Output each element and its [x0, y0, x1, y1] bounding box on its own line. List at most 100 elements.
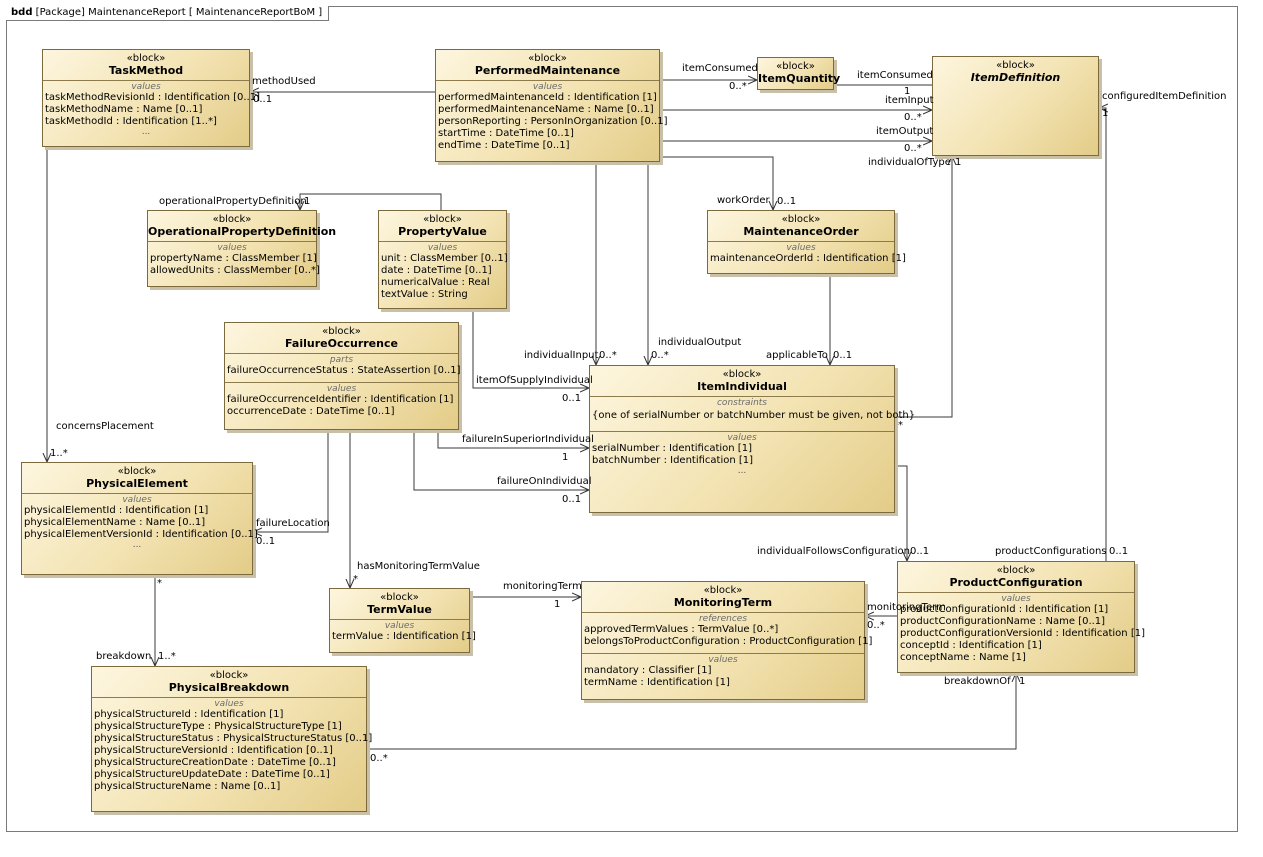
value-row: personReporting : PersonInOrganization [… — [438, 116, 668, 127]
block-item-definition[interactable]: «block» ItemDefinition — [932, 56, 1099, 156]
label-item-output: itemOutput — [876, 126, 934, 137]
label-breakdown-of: breakdownOf — [944, 676, 1011, 687]
connector-individual-of-type — [895, 156, 952, 418]
mult-item-consumed-2: 1 — [904, 86, 911, 97]
connector-configured-item-definition — [1099, 108, 1106, 561]
value-row: serialNumber : Identification [1] — [592, 443, 752, 454]
value-row: failureOccurrenceStatus : StateAssertion… — [227, 365, 461, 376]
connector-failure-location — [253, 430, 329, 532]
values-compartment: values productConfigurationId : Identifi… — [898, 592, 1145, 666]
value-row: endTime : DateTime [0..1] — [438, 140, 570, 151]
value-row: mandatory : Classifier [1] — [584, 665, 712, 676]
mult-has-monitoring-term-value: * — [353, 574, 358, 585]
block-monitoring-term[interactable]: «block» MonitoringTerm references approv… — [581, 581, 872, 700]
block-name: PhysicalElement — [86, 477, 188, 490]
ellipsis: ... — [132, 540, 142, 550]
stereotype: «block» — [322, 326, 361, 337]
value-row: physicalStructureId : Identification [1] — [94, 709, 284, 720]
block-maintenance-order[interactable]: «block» MaintenanceOrder values maintena… — [707, 210, 906, 274]
diagram-title: [Package] MaintenanceReport [ Maintenanc… — [35, 7, 323, 18]
block-performed-maintenance[interactable]: «block» PerformedMaintenance values perf… — [435, 49, 668, 162]
block-term-value[interactable]: «block» TermValue values termValue : Ide… — [329, 588, 476, 653]
mult-failure-location: 0..1 — [256, 536, 276, 547]
label-item-input: itemInput — [885, 95, 934, 106]
label-item-consumed-1: itemConsumed — [682, 63, 758, 74]
diagram-frame-title: bdd [Package] MaintenanceReport [ Mainte… — [6, 6, 330, 21]
mult-physical-element-star: * — [157, 578, 162, 589]
mult-individual-output: 0..* — [651, 350, 669, 361]
mult-product-configurations: 0..1 — [1109, 546, 1129, 557]
mult-individual-input: 0..* — [599, 350, 617, 361]
value-row: performedMaintenanceName : Name [0..1] — [438, 104, 654, 115]
value-row: allowedUnits : ClassMember [0..*] — [150, 265, 320, 276]
block-task-method[interactable]: «block» TaskMethod values taskMethodRevi… — [42, 49, 260, 147]
compartment-title: values — [1001, 594, 1031, 604]
connector-failure-on-individual — [413, 430, 589, 490]
label-configured-item-definition: configuredItemDefinition — [1102, 91, 1227, 102]
compartment-title: values — [214, 699, 244, 709]
label-monitoring-term-2: monitoringTerm — [867, 602, 946, 613]
block-name: OperationalPropertyDefinition — [148, 225, 337, 238]
mult-work-order: 0..1 — [777, 196, 797, 207]
values-compartment: values mandatory : Classifier [1] termNa… — [582, 653, 864, 691]
stereotype: «block» — [996, 565, 1036, 576]
compartment-title: parts — [329, 355, 354, 365]
mult-item-input: 0..* — [904, 112, 922, 123]
block-operational-property-definition[interactable]: «block» OperationalPropertyDefinition va… — [147, 210, 337, 287]
value-row: batchNumber : Identification [1] — [592, 455, 754, 466]
value-row: productConfigurationName : Name [0..1] — [900, 616, 1106, 627]
values-compartment: values performedMaintenanceId : Identifi… — [436, 80, 668, 154]
compartment-title: values — [131, 82, 161, 92]
block-product-configuration[interactable]: «block» ProductConfiguration values prod… — [897, 561, 1145, 673]
compartment-title: values — [122, 495, 152, 505]
value-row: physicalStructureUpdateDate : DateTime [… — [94, 769, 330, 780]
compartment-title: constraints — [716, 398, 767, 408]
block-name: MonitoringTerm — [673, 596, 773, 609]
mult-breakdown-source: 0..* — [370, 753, 388, 764]
value-row: taskMethodName : Name [0..1] — [45, 104, 203, 115]
label-has-monitoring-term-value: hasMonitoringTermValue — [357, 561, 480, 572]
value-row: physicalStructureStatus : PhysicalStruct… — [94, 733, 373, 744]
block-physical-breakdown[interactable]: «block» PhysicalBreakdown values physica… — [91, 666, 373, 812]
stereotype: «block» — [776, 61, 815, 72]
connector-work-order — [660, 156, 773, 210]
block-property-value[interactable]: «block» PropertyValue values unit : Clas… — [378, 210, 508, 309]
block-name: PhysicalBreakdown — [168, 681, 290, 694]
label-applicable-to: applicableTo — [766, 350, 828, 361]
block-name: PerformedMaintenance — [474, 64, 621, 77]
mult-configured-item-definition: 1 — [1102, 108, 1109, 119]
stereotype: «block» — [703, 585, 743, 596]
mult-item-individual-star: * — [898, 420, 903, 431]
value-row: taskMethodId : Identification [1..*] — [45, 116, 217, 127]
block-name: ItemQuantity — [758, 72, 841, 85]
label-individual-follows-configuration: individualFollowsConfiguration — [757, 546, 910, 557]
block-item-quantity[interactable]: «block» ItemQuantity — [757, 57, 841, 90]
mult-method-used: 0..1 — [253, 94, 273, 105]
block-physical-element[interactable]: «block» PhysicalElement values physicalE… — [21, 462, 258, 575]
label-individual-input: individualInput — [524, 350, 599, 361]
ellipsis: ... — [737, 466, 747, 476]
value-row: startTime : DateTime [0..1] — [438, 128, 574, 139]
compartment-title: values — [532, 82, 563, 92]
value-row: performedMaintenanceId : Identification … — [438, 92, 657, 103]
value-row: approvedTermValues : TermValue [0..*] — [584, 624, 779, 635]
mult-monitoring-term: 1 — [554, 599, 561, 610]
constraint-row: {one of serialNumber or batchNumber must… — [592, 410, 916, 421]
stereotype: «block» — [380, 592, 419, 603]
mult-breakdown-of: 1 — [1019, 676, 1026, 687]
block-failure-occurrence[interactable]: «block» FailureOccurrence parts failureO… — [224, 322, 461, 430]
value-row: physicalElementId : Identification [1] — [24, 505, 209, 516]
block-name: ItemIndividual — [697, 380, 787, 393]
label-monitoring-term: monitoringTerm — [503, 581, 582, 592]
stereotype: «block» — [528, 53, 567, 64]
stereotype: «block» — [117, 466, 157, 477]
constraints-compartment: constraints {one of serialNumber or batc… — [590, 396, 916, 428]
mult-operational-property-definition: 1 — [304, 196, 311, 207]
stereotype: «block» — [126, 53, 166, 64]
values-compartment: values maintenanceOrderId : Identificati… — [708, 241, 906, 267]
block-item-individual[interactable]: «block» ItemIndividual constraints {one … — [589, 365, 916, 513]
mult-item-output: 0..* — [904, 143, 922, 154]
references-compartment: references approvedTermValues : TermValu… — [582, 612, 872, 650]
label-failure-location: failureLocation — [256, 518, 330, 529]
values-compartment: values termValue : Identification [1] — [330, 619, 476, 645]
